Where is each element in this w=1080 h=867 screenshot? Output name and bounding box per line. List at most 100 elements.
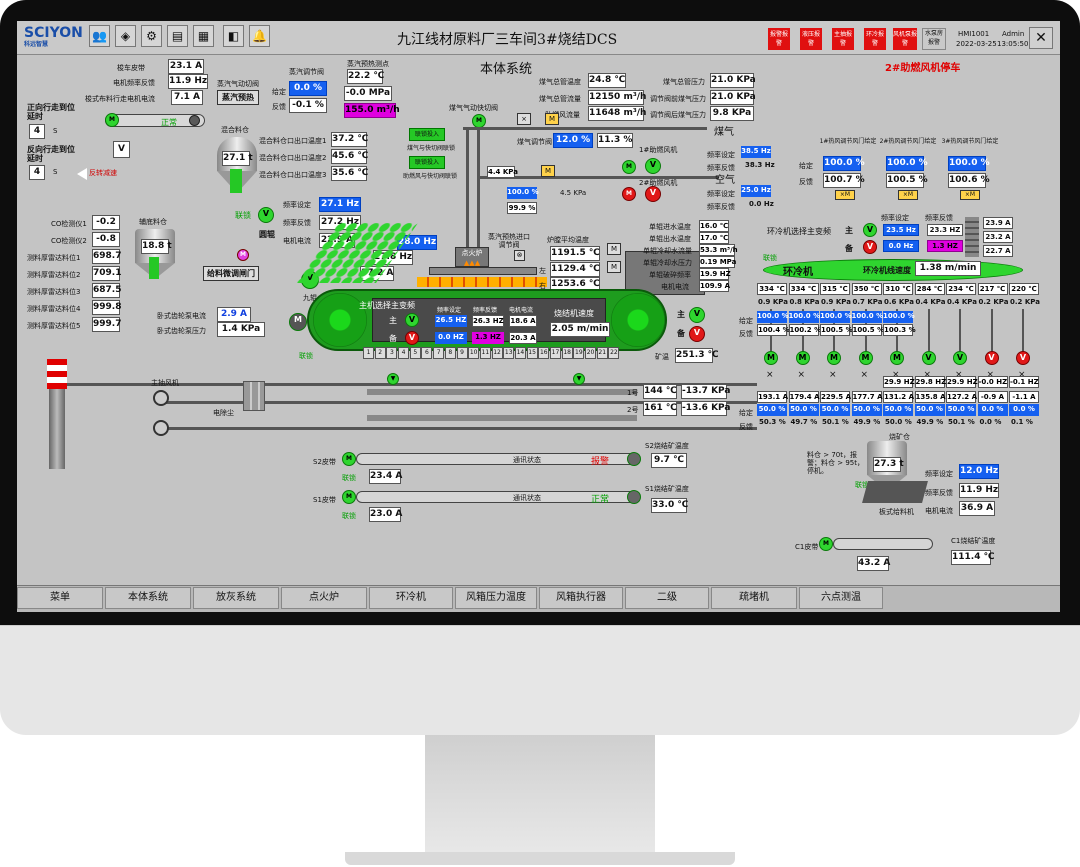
feed-gate-button[interactable]: 给料微调闸门 — [203, 266, 259, 281]
layers-icon[interactable]: ▤ — [167, 25, 188, 47]
tail-back-v-icon[interactable]: V — [689, 326, 705, 342]
cooler-damper-set: 100.0 % — [788, 311, 820, 323]
cooler-fan-motor-icon[interactable]: M — [795, 351, 810, 365]
cooler-temp: 220 ℃ — [1009, 283, 1039, 295]
cooler-fan-v-icon[interactable]: V — [953, 351, 967, 365]
head-drive-icon[interactable]: M — [289, 313, 307, 331]
cooler-fs-label: 频率设定 — [881, 214, 909, 222]
cooler-back-v-icon[interactable]: V — [863, 240, 877, 254]
cooler-fan-v-icon[interactable]: V — [1016, 351, 1030, 365]
bell-icon[interactable]: 🔔 — [249, 25, 270, 47]
alarm-button-2[interactable]: 液压报警 — [800, 28, 822, 50]
cooler-select-label: 环冷机选择主变频 — [767, 227, 831, 236]
interlock-button-2[interactable]: 联锁投入 — [409, 156, 445, 169]
machine-back-v-icon[interactable]: V — [405, 331, 419, 345]
cooler-amp: -1.1 A — [1009, 391, 1039, 403]
cooler-valve-icon: ⨯ — [829, 370, 837, 380]
interlock-button-1[interactable]: 联锁投入 — [409, 128, 445, 141]
gas-valve-motor-icon[interactable]: M — [472, 114, 486, 128]
cooler-press: 0.8 KPa — [789, 298, 820, 306]
water-press-value: 0.19 MPa — [699, 256, 737, 268]
fan1-fr-label: 频率反馈 — [707, 164, 735, 172]
flue-valve-2-icon[interactable]: ▼ — [573, 373, 585, 385]
fan2-motor-icon[interactable]: M — [622, 187, 636, 201]
sinter-speed-label: 烧结机速度 — [554, 309, 594, 318]
damper-set-label: 给定 — [739, 317, 753, 325]
users-icon[interactable]: 👥 — [89, 25, 110, 47]
freq-label: 电机频率反馈 — [113, 79, 155, 87]
nav-tab[interactable]: 点火炉 — [281, 587, 367, 609]
flue-pipe-3 — [157, 427, 757, 430]
chart-icon[interactable]: ▦ — [193, 25, 214, 47]
fan1-motor-icon[interactable]: M — [622, 160, 636, 174]
alarm-button-4[interactable]: 环冷报警 — [864, 28, 886, 50]
gas-reg-valve-icon[interactable]: M — [545, 113, 559, 125]
cooler-fan-motor-icon[interactable]: M — [827, 351, 841, 365]
air-valve-icon[interactable]: M — [541, 165, 555, 177]
s2-motor-icon[interactable]: M — [342, 452, 356, 466]
s1-motor-icon[interactable]: M — [342, 490, 356, 504]
close-icon[interactable]: ✕ — [1029, 27, 1053, 49]
steam-fb-value: -0.1 % — [289, 98, 327, 113]
crush-cur-value: 109.9 A — [699, 280, 730, 292]
windbox: 7 — [433, 347, 445, 359]
alarm-button-3[interactable]: 主抽报警 — [832, 28, 854, 50]
nav-tab[interactable]: 环冷机 — [369, 587, 453, 609]
nav-tab[interactable]: 六点测温 — [799, 587, 883, 609]
hot-fan2-valve-icon[interactable]: ⨯M — [898, 190, 918, 200]
machine-main-v-icon[interactable]: V — [405, 313, 419, 327]
steam-preheat-button[interactable]: 蒸汽预热 — [217, 90, 259, 105]
gas-valve-icon[interactable]: ⨯ — [517, 113, 531, 125]
nav-tab[interactable]: 风箱压力温度 — [455, 587, 537, 609]
s1-tail-icon[interactable] — [627, 490, 641, 504]
gas-p2-value: 21.0 KPa — [710, 90, 756, 105]
alarm-button-5[interactable]: 风机泵报警 — [893, 28, 917, 50]
nine-roll-label: 九辊 — [303, 294, 317, 302]
v-button[interactable]: V — [113, 141, 130, 158]
main-fan-2-icon[interactable] — [153, 420, 169, 436]
hot-fan3-valve-icon[interactable]: ⨯M — [960, 190, 980, 200]
cooler-vfd-fb: 0.0 % — [979, 418, 1002, 426]
tools-icon[interactable]: ◈ — [115, 25, 136, 47]
cooler-temp: 350 ℃ — [851, 283, 882, 295]
hot-fan1-valve-icon[interactable]: ⨯M — [835, 190, 855, 200]
cooler-fan-v-icon[interactable]: V — [984, 351, 999, 365]
settings-icon[interactable]: ⚙ — [141, 25, 162, 47]
preheat-valve-icon[interactable]: ⊗ — [514, 250, 525, 261]
roll-m-icon[interactable]: M — [237, 249, 249, 261]
cooler-fan-motor-icon[interactable]: M — [858, 351, 873, 365]
tail-main-v-icon[interactable]: V — [689, 307, 705, 323]
machine-fr-label: 频率反馈 — [473, 307, 498, 314]
user-name: Admin — [1002, 30, 1025, 38]
cooler-damper-fb: 100.4 % — [757, 324, 790, 336]
nav-tab[interactable]: 本体系统 — [105, 587, 191, 609]
c1-belt-label: C1皮带 — [795, 543, 819, 551]
nav-tab[interactable]: 二级 — [625, 587, 709, 609]
crusher-motor-2[interactable]: M — [607, 261, 621, 273]
cooler-main-v-icon[interactable]: V — [863, 223, 877, 237]
crusher-motor-1[interactable]: M — [607, 243, 621, 255]
c1-motor-icon[interactable]: M — [819, 537, 833, 551]
fan1-v-icon[interactable]: V — [645, 158, 661, 174]
cur-label: 梭式布料行走电机电流 — [85, 95, 155, 103]
cooler-fan-v-icon[interactable]: V — [921, 351, 936, 365]
main-fan-1-icon[interactable] — [153, 390, 169, 406]
nav-tab[interactable]: 疏堵机 — [711, 587, 797, 609]
nav-tab[interactable]: 放灰系统 — [193, 587, 279, 609]
s2-belt-label: S2皮带 — [313, 458, 336, 466]
fan2-v-icon[interactable]: V — [645, 186, 661, 202]
nav-tab[interactable]: 菜单 — [17, 587, 103, 609]
cooler-fan-motor-icon[interactable]: M — [890, 351, 904, 365]
cooler-damper-fb: 100.5 % — [851, 324, 885, 336]
cooler-fan-motor-icon[interactable]: M — [764, 351, 778, 365]
roll-v-icon[interactable]: V — [258, 207, 274, 223]
distributor-motor-icon[interactable]: M — [105, 113, 119, 127]
alarm-button-1[interactable]: 报警报警 — [768, 28, 790, 50]
flue-valve-1-icon[interactable]: ▼ — [387, 373, 399, 385]
pump-alarm-button[interactable]: 水泵房报警 — [922, 28, 946, 50]
trend-icon[interactable]: ◧ — [223, 25, 244, 47]
s2-tail-icon[interactable] — [627, 452, 641, 466]
flue-pipe-4 — [367, 389, 637, 395]
nav-tab[interactable]: 风箱执行器 — [539, 587, 623, 609]
